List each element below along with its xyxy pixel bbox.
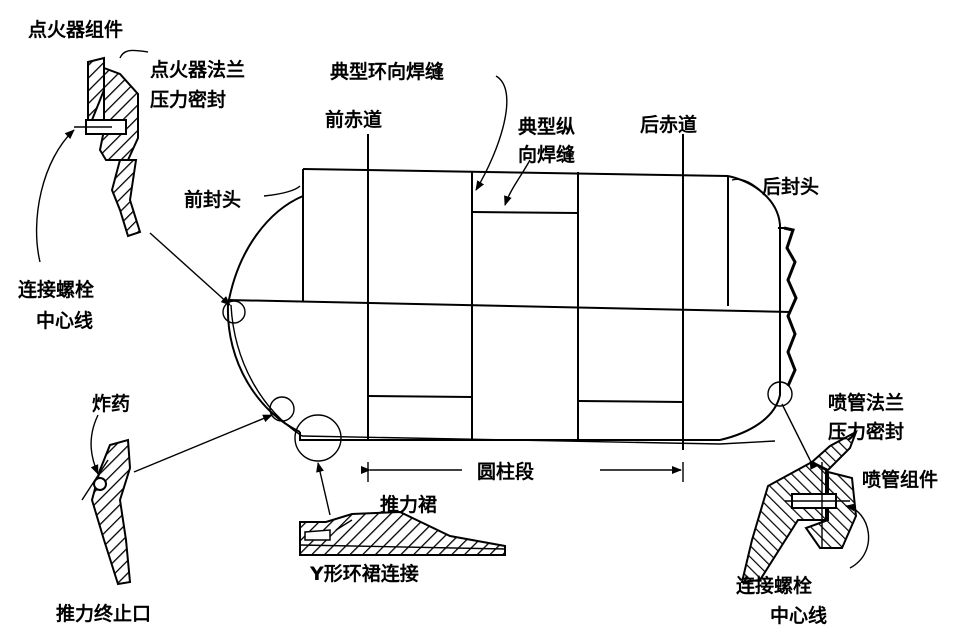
y-ring-skirt-detail — [299, 510, 506, 556]
label-cylinder-section: 圆柱段 — [477, 460, 535, 483]
label-nozzle-assembly: 喷管组件 — [862, 468, 938, 491]
igniter-detail — [74, 49, 149, 238]
nozzle-detail — [740, 429, 858, 584]
label-aft-equator: 后赤道 — [640, 113, 697, 136]
label-fwd-equator: 前赤道 — [325, 108, 382, 131]
label-aft-dome: 后封头 — [762, 175, 819, 198]
label-bolt-centerline-right-2: 中心线 — [770, 604, 827, 627]
thrust-termination-detail — [81, 438, 132, 586]
label-fwd-dome: 前封头 — [184, 188, 241, 211]
labels: 点火器组件 点火器法兰 压力密封 典型环向焊缝 前赤道 典型纵 向焊缝 后赤道 … — [18, 18, 938, 627]
label-explosive: 炸药 — [92, 392, 130, 415]
label-thrust-termination-port: 推力终止口 — [56, 602, 151, 625]
label-typical-circ-weld: 典型环向焊缝 — [330, 60, 444, 83]
label-typical-long-weld-1: 典型纵 — [518, 115, 575, 138]
label-igniter-flange-seal-2: 压力密封 — [150, 88, 226, 111]
leader-lines — [35, 75, 870, 569]
label-bolt-centerline-left-1: 连接螺栓 — [18, 278, 94, 301]
label-igniter-flange-seal-1: 点火器法兰 — [150, 58, 245, 81]
label-bolt-centerline-left-2: 中心线 — [36, 309, 93, 332]
label-nozzle-flange-seal-2: 压力密封 — [828, 420, 904, 443]
label-typical-long-weld-2: 向焊缝 — [518, 143, 575, 166]
label-igniter-assembly: 点火器组件 — [28, 18, 123, 41]
motor-case — [222, 134, 798, 482]
label-bolt-centerline-right-1: 连接螺栓 — [736, 574, 812, 597]
label-y-ring-skirt-joint: Y形环裙连接 — [309, 562, 419, 585]
label-thrust-skirt: 推力裙 — [380, 493, 437, 516]
label-nozzle-flange-seal-1: 喷管法兰 — [828, 391, 904, 414]
